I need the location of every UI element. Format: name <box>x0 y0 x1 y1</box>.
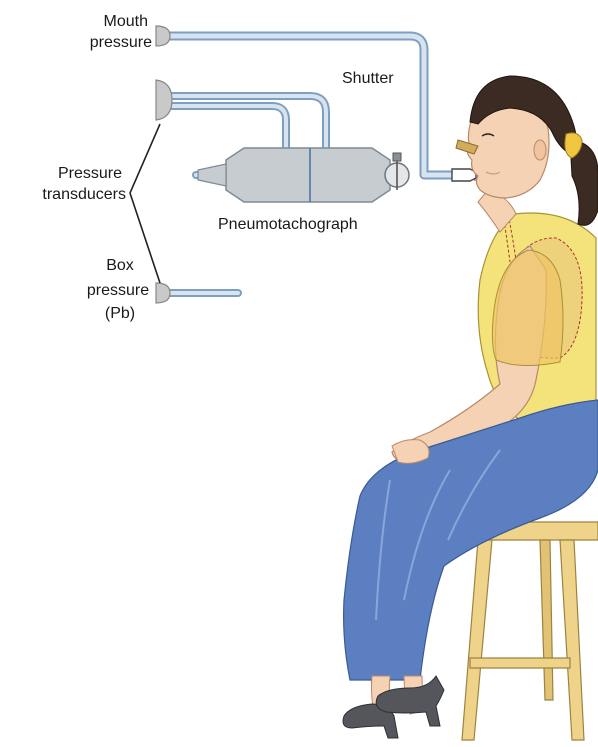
stool <box>462 522 598 740</box>
transducers <box>156 26 172 303</box>
mouth-pressure-label-1: Mouth <box>104 13 148 30</box>
box-pressure-label-3: (Pb) <box>105 305 135 322</box>
shutter-label: Shutter <box>342 70 394 87</box>
pneumotachograph-label: Pneumotachograph <box>218 216 358 233</box>
pneumotachograph <box>198 148 390 202</box>
pressure-transducers-label-2: transducers <box>42 186 126 203</box>
mouth-pressure-transducer <box>156 26 170 46</box>
box-pressure-transducer <box>156 283 170 303</box>
box-pressure-label-2: pressure <box>87 282 149 299</box>
box-pressure-label-1: Box <box>106 257 134 274</box>
pressure-transducer-block <box>156 80 172 120</box>
pressure-transducers-label-1: Pressure <box>58 165 122 182</box>
transducers-bracket <box>130 124 160 283</box>
transducer-tube-inner <box>168 106 286 150</box>
mouthpiece <box>452 169 476 181</box>
mouth-pressure-label-2: pressure <box>90 34 152 51</box>
